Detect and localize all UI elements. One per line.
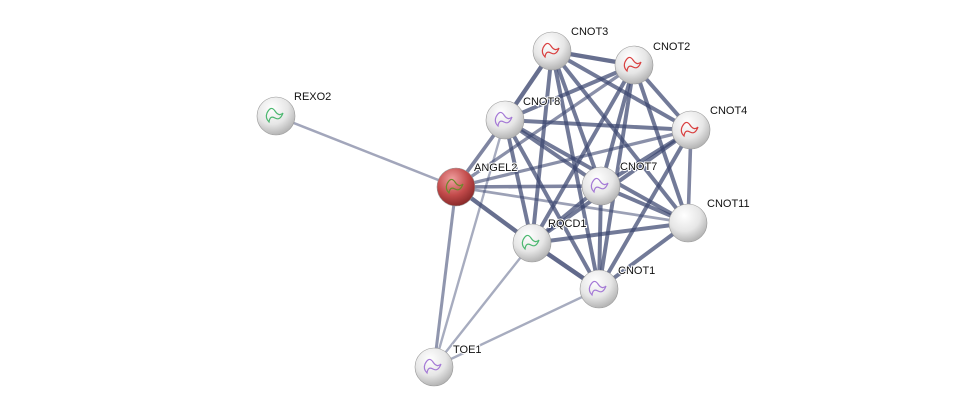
edge-cnot2-rqcd1[interactable] [530, 64, 636, 244]
node-cnot11[interactable]: CNOT11 [668, 197, 751, 243]
node-toe1[interactable]: TOE1 [414, 343, 483, 387]
node-label: CNOT4 [710, 105, 747, 117]
node-label: CNOT1 [618, 265, 655, 277]
protein-structure-icon [623, 56, 642, 73]
node-sphere[interactable] [581, 166, 621, 206]
edge-toe1-cnot8[interactable] [432, 119, 507, 368]
protein-structure-icon [265, 107, 284, 124]
node-sphere[interactable] [671, 110, 711, 150]
protein-structure-icon [680, 121, 699, 138]
edge-cnot4-cnot1[interactable] [597, 129, 693, 290]
node-label: TOE1 [453, 344, 482, 356]
node-sphere[interactable] [532, 31, 572, 71]
node-cnot7[interactable]: CNOT7 [581, 160, 658, 206]
node-sphere[interactable] [579, 269, 619, 309]
node-sphere[interactable] [614, 45, 654, 85]
protein-structure-icon [423, 358, 442, 375]
node-label: REXO2 [294, 91, 331, 103]
node-label: CNOT11 [707, 198, 750, 210]
edge-cnot8-cnot1[interactable] [503, 119, 601, 290]
node-angel2[interactable]: ANGEL2 [436, 161, 518, 207]
node-rexo2[interactable]: REXO2 [256, 90, 332, 136]
edge-angel2-cnot11[interactable] [455, 185, 689, 225]
node-label: CNOT7 [620, 161, 657, 173]
edge-angel2-toe1[interactable] [432, 186, 458, 368]
node-sphere[interactable] [512, 223, 552, 263]
edge-cnot3-cnot7[interactable] [550, 50, 603, 187]
node-cnot3[interactable]: CNOT3 [532, 25, 609, 71]
node-cnot8[interactable]: CNOT8 [485, 95, 561, 140]
node-sphere[interactable] [436, 167, 476, 207]
node-label: CNOT2 [653, 41, 690, 53]
edge-cnot8-rqcd1[interactable] [503, 119, 534, 244]
edge-cnot2-cnot11[interactable] [632, 64, 690, 224]
edge-rexo2-angel2[interactable] [275, 114, 457, 189]
protein-structure-icon [445, 178, 464, 195]
edge-toe1-rqcd1[interactable] [433, 242, 533, 368]
node-label: ANGEL2 [474, 162, 517, 174]
node-sphere[interactable] [256, 96, 296, 136]
protein-structure-icon [521, 234, 540, 251]
node-label: CNOT8 [523, 96, 560, 108]
edge-cnot3-cnot11[interactable] [550, 49, 690, 225]
edge-toe1-cnot1[interactable] [433, 287, 600, 369]
node-label: CNOT3 [571, 26, 608, 38]
edge-cnot8-cnot4[interactable] [504, 118, 692, 132]
protein-structure-icon [590, 177, 609, 194]
node-rqcd1[interactable]: RQCD1 [512, 217, 588, 263]
edge-layer [275, 48, 693, 369]
edge-cnot2-cnot8[interactable] [504, 63, 635, 122]
node-label: RQCD1 [548, 218, 587, 230]
edge-cnot11-rqcd1[interactable] [531, 221, 689, 245]
node-cnot1[interactable]: CNOT1 [579, 264, 656, 309]
node-sphere[interactable] [668, 203, 708, 243]
protein-structure-icon [541, 42, 560, 59]
node-sphere[interactable] [485, 100, 525, 140]
node-sphere[interactable] [414, 347, 454, 387]
node-cnot2[interactable]: CNOT2 [614, 40, 691, 85]
node-cnot4[interactable]: CNOT4 [671, 104, 748, 150]
protein-structure-icon [494, 111, 513, 128]
protein-structure-icon [588, 280, 607, 297]
